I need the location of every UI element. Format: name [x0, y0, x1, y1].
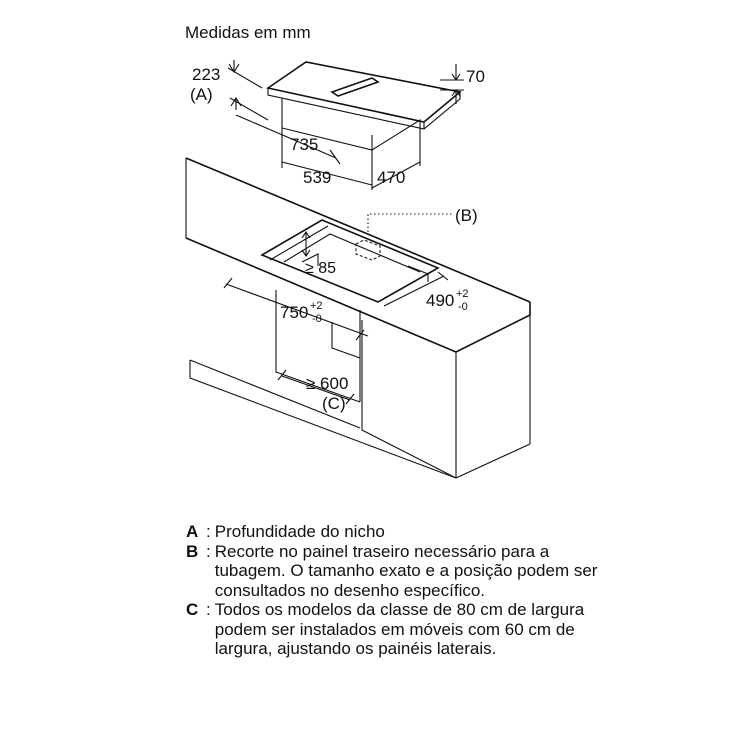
- dim-750-tol-plus: +2: [310, 300, 323, 312]
- dim-70-value: 70: [466, 67, 485, 86]
- dim-600-value: ≥ 600: [306, 374, 348, 393]
- dim-750-tol-minus: -0: [312, 313, 322, 325]
- cabinet: [185, 157, 531, 479]
- dim-223-value: 223: [192, 65, 220, 84]
- dim-539-value: 539: [303, 168, 331, 187]
- legend-item-c: C : Todos os modelos da classe de 80 cm …: [186, 600, 606, 659]
- dim-470-value: 470: [377, 168, 405, 187]
- legend-text: Todos os modelos da classe de 80 cm de l…: [214, 600, 585, 658]
- dim-223: [227, 60, 269, 121]
- dim-490-tol-minus: -0: [458, 301, 468, 313]
- label-a: (A): [190, 85, 213, 104]
- dim-490: [383, 271, 449, 307]
- legend: A : Profundidade do nicho B : Recorte no…: [186, 522, 606, 659]
- dim-85-value: ≥ 85: [305, 260, 336, 277]
- legend-item-b: B : Recorte no painel traseiro necessári…: [186, 542, 606, 601]
- legend-key: B: [186, 541, 199, 561]
- legend-separator: :: [206, 600, 211, 619]
- legend-item-a: A : Profundidade do nicho: [186, 522, 606, 542]
- dim-490-tol-plus: +2: [456, 288, 469, 300]
- units-title: Medidas em mm: [185, 23, 311, 42]
- dim-750: [223, 277, 369, 341]
- dim-70: [440, 64, 464, 104]
- legend-text: Profundidade do nicho: [214, 522, 385, 541]
- dim-735-value: 735: [290, 135, 318, 154]
- dim-600: [277, 369, 355, 405]
- legend-separator: :: [206, 541, 211, 561]
- dim-750-value: 750: [280, 303, 308, 322]
- dim-490-value: 490: [426, 291, 454, 310]
- hob-unit: [266, 61, 462, 151]
- legend-key: A: [186, 522, 199, 541]
- installation-diagram: Medidas em mm 223 (A) 70 735: [185, 23, 531, 479]
- dim-85: [301, 231, 311, 257]
- dim-539: [281, 128, 373, 190]
- dim-735: [235, 114, 341, 165]
- dim-470: [371, 128, 421, 189]
- label-b: (B): [455, 206, 478, 225]
- legend-key: C: [186, 600, 199, 619]
- legend-separator: :: [206, 522, 211, 541]
- recess-b-marker: [355, 213, 452, 261]
- legend-text: Recorte no painel traseiro necessário pa…: [214, 541, 598, 600]
- label-c: (C): [322, 394, 346, 413]
